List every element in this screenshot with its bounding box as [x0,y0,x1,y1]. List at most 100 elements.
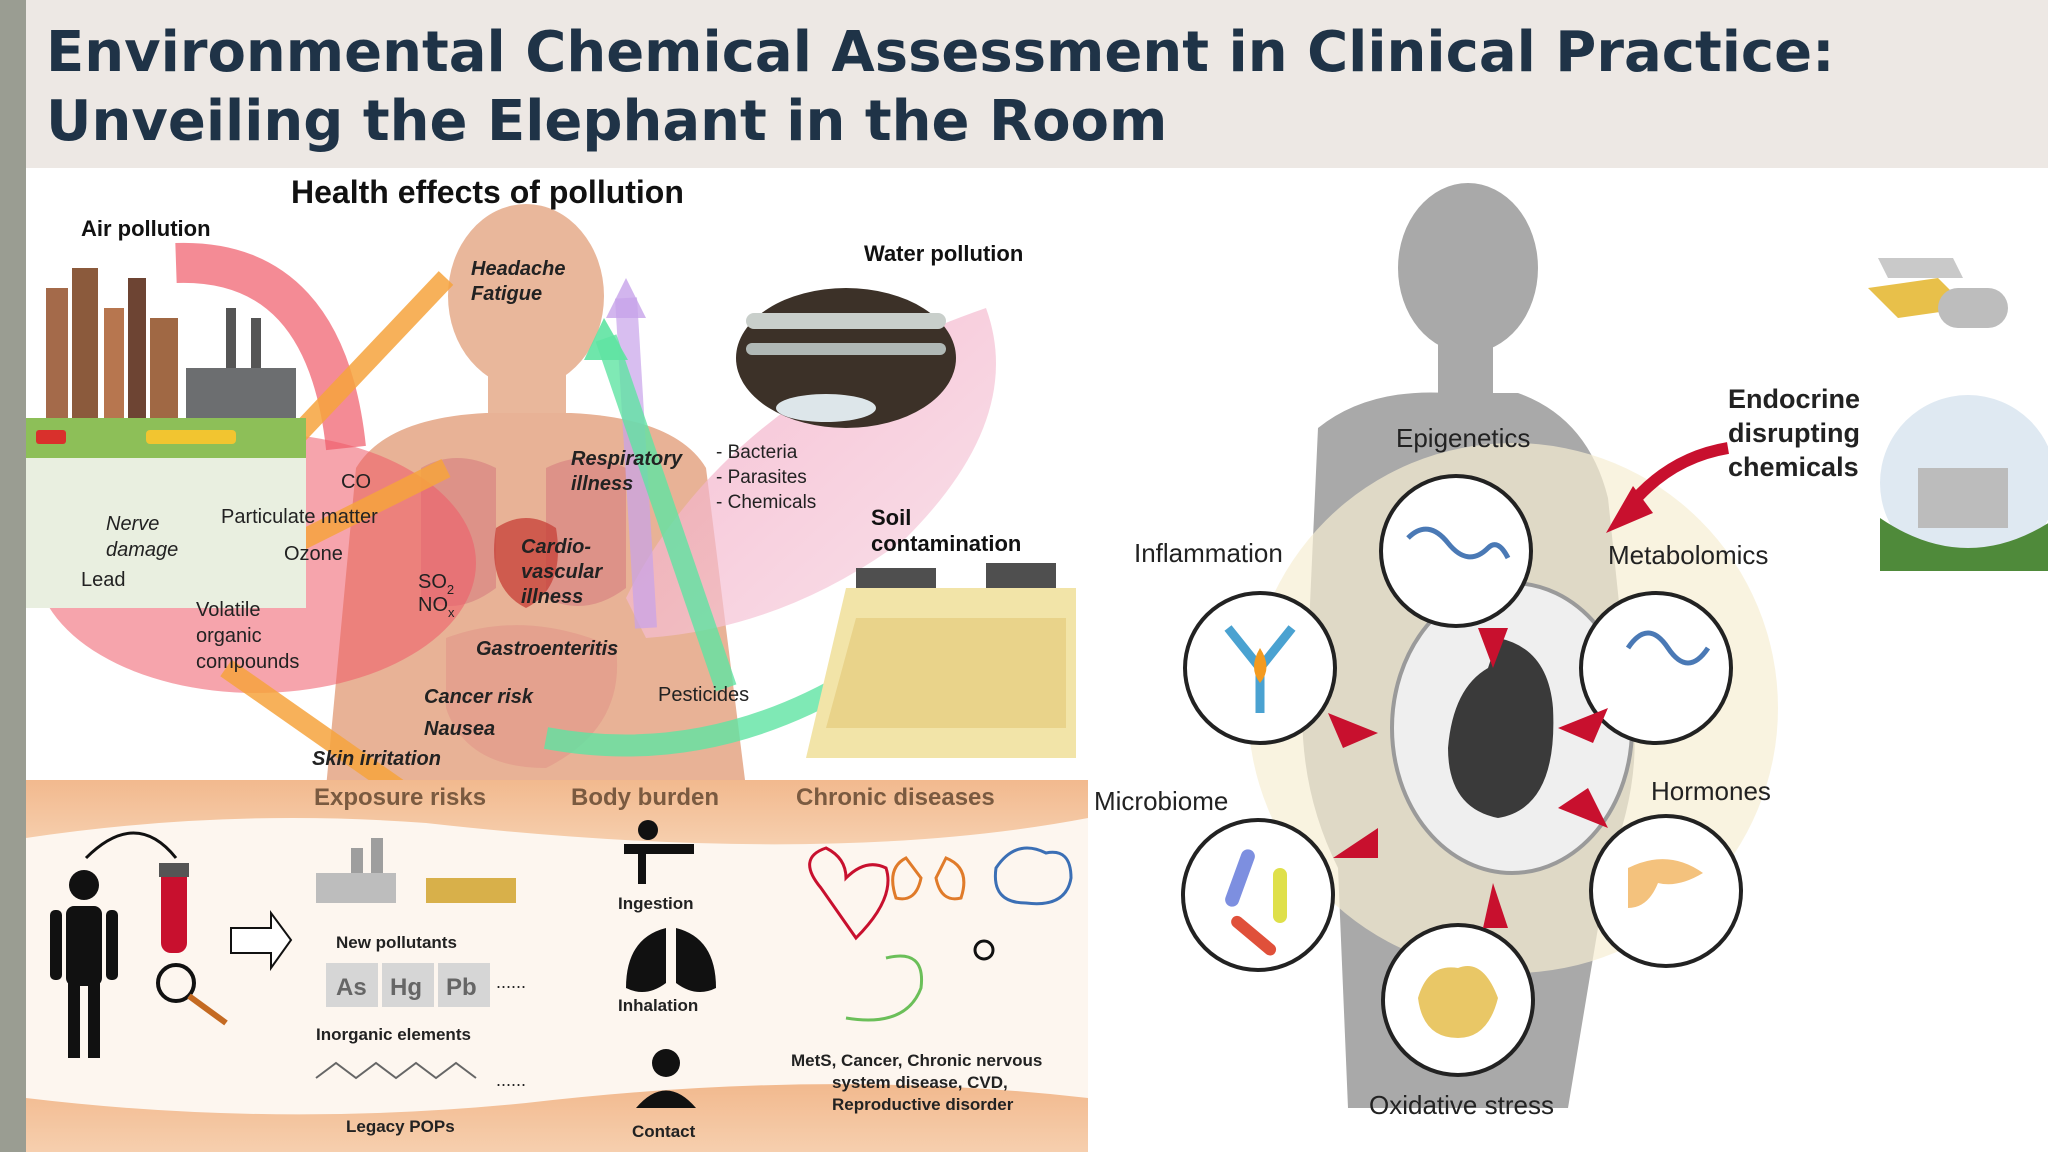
curved-arrow-icon [84,831,178,860]
body-burden-header: Body burden [571,784,719,811]
pollutant-voc-line1: Volatile [196,599,261,621]
node-inflammation [1183,591,1337,745]
kidneys-icon [891,856,966,901]
person-icon [50,870,118,1058]
soil-label-line1: Soil [871,505,911,530]
city-skyline-illustration [26,268,306,608]
element-tiles [326,963,490,1007]
skin-label: Skin irritation [312,748,441,770]
soil-arrow-green-1 [543,668,862,757]
slide-title-line-1: Environmental Chemical Assessment in Cli… [46,20,1835,85]
gastro-label: Gastroenteritis [476,638,618,660]
elements-ellipsis: ...... [496,972,526,992]
fatigue-label: Fatigue [471,283,542,305]
label-inflammation: Inflammation [1134,538,1283,568]
respiratory-line1: Respiratory [571,448,683,470]
node-hormones [1589,814,1743,968]
pollutant-particulate: Particulate matter [221,506,378,528]
lungs-icon [626,928,716,992]
respiratory-line2: illness [571,473,633,495]
air-pollution-label: Air pollution [81,216,211,241]
edc-label-line2: disrupting [1728,418,1860,448]
title-band [26,0,2048,168]
label-epigenetics: Epigenetics [1396,423,1530,453]
nox-label: NOx [418,594,455,620]
disease-icons [808,846,1073,1022]
farm-field-illustration [806,563,1076,758]
stomach-icon [845,954,924,1022]
arrow-from-microbiome [1333,828,1378,858]
chronic-diseases-header: Chronic diseases [796,784,995,811]
heart-icon [808,846,890,941]
right-arrow-icon [230,909,293,972]
node-epigenetics [1379,474,1533,628]
soil-arrow-green-2 [595,334,737,692]
pregnant-figure-icon [973,939,995,961]
magnifier-icon [156,963,228,1026]
inhalation-label: Inhalation [618,996,698,1015]
node-oxidative-stress [1381,923,1535,1077]
legacy-pops-label: Legacy POPs [346,1117,455,1136]
edc-label-line3: chemicals [1728,452,1859,482]
wheat-icon [426,878,516,903]
gold-bars-icon [1868,258,2008,328]
cardio-line1: Cardio- [521,536,591,558]
node-metabolomics [1579,591,1733,745]
nox-main: NO [418,594,448,616]
so2-subscript: 2 [447,582,454,597]
soil-arrow-green-head [584,318,628,360]
exposure-risks-header: Exposure risks [314,784,486,811]
edc-label-line1: Endocrine [1728,384,1860,414]
slide-title: Environmental Chemical Assessment in Cli… [46,18,1834,156]
health-effects-figure: Health effects of pollution Air pollutio… [26,168,1088,1152]
slide-title-line-2: Unveiling the Elephant in the Room [46,89,1168,154]
inorganic-elements-label: Inorganic elements [316,1025,471,1044]
element-hg: Hg [390,974,422,1001]
label-hormones: Hormones [1651,776,1771,806]
nausea-label: Nausea [424,718,495,740]
edc-arrow-head [1606,486,1653,533]
molecule-chain-icon [315,1061,477,1080]
headache-label: Headache [471,258,566,280]
figure-heading: Health effects of pollution [291,174,684,210]
diseases-line1: MetS, Cancer, Chronic nervous [791,1051,1042,1070]
so2-label: SO2 [418,571,454,597]
so2-main: SO [418,571,447,593]
label-microbiome: Microbiome [1094,786,1228,816]
pollutant-ozone: Ozone [284,543,343,565]
water-pipe-illustration [736,288,956,428]
nox-subscript: x [448,605,455,620]
brain-icon [993,846,1073,906]
pollutant-voc-line3: compounds [196,651,299,673]
diseases-line3: Reproductive disorder [832,1095,1014,1114]
new-pollutants-label: New pollutants [336,933,457,952]
factory-globe-icon [1880,395,2048,571]
pesticides-label: Pesticides [658,684,749,706]
arrow-from-epigenetics [1478,628,1508,668]
fetus-icon [1448,638,1554,818]
cardio-line3: illness [521,586,583,608]
label-oxidative-stress: Oxidative stress [1369,1090,1554,1120]
ingestion-icon [624,820,694,884]
cancer-label: Cancer risk [424,686,534,708]
water-chemicals: - Chemicals [716,492,816,513]
water-parasites: - Parasites [716,467,807,488]
pollutant-co: CO [341,471,371,493]
pops-ellipsis: ...... [496,1070,526,1090]
nerve-damage-line1: Nerve [106,513,159,535]
contact-label: Contact [632,1122,696,1141]
water-arrow-purple-head [606,278,646,318]
node-microbiome [1181,818,1335,972]
blood-tube-icon [159,863,189,953]
arrow-from-inflammation [1328,713,1378,748]
arrow-from-metabolomics [1558,708,1608,743]
slide-left-accent-bar [0,0,26,1152]
label-metabolomics: Metabolomics [1608,540,1768,570]
ingestion-label: Ingestion [618,894,694,913]
contact-icon [636,1049,696,1108]
arrow-from-oxidative [1483,883,1508,928]
exposome-diagram: Endocrine disrupting chemicals Epigeneti… [1088,168,2048,1152]
arrow-from-hormones [1558,788,1608,828]
inward-arrows [1328,628,1608,928]
water-pollution-label: Water pollution [864,241,1023,266]
